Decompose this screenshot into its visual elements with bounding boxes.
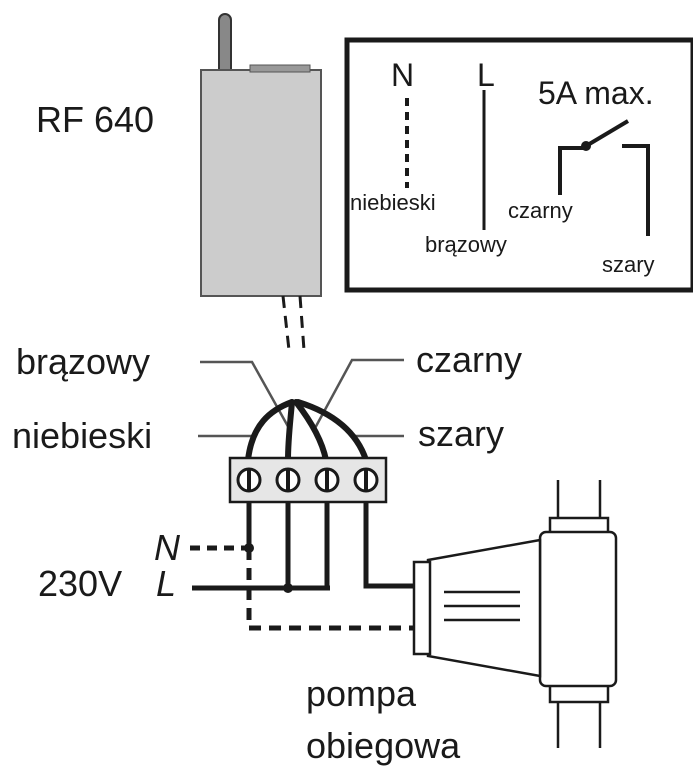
- supply-neutral-label: N: [154, 527, 181, 568]
- legend-rating-label: 5A max.: [538, 75, 654, 111]
- pump-motor-cap: [412, 560, 432, 656]
- supply-wires: [190, 502, 422, 631]
- terminal-black-label: czarny: [416, 339, 522, 380]
- neutral-junction-dot: [244, 543, 254, 553]
- legend-grey-label: szary: [602, 252, 655, 277]
- legend-black-label: czarny: [508, 198, 573, 223]
- leader-lines: [198, 358, 404, 438]
- legend-brown-label: brązowy: [425, 232, 507, 257]
- terminal-brown-label: brązowy: [16, 341, 150, 382]
- terminal-block: [228, 456, 388, 504]
- legend-live-label: L: [477, 57, 495, 93]
- legend-contact-blade: [584, 119, 630, 148]
- supply-voltage-label: 230V: [38, 563, 122, 604]
- rf640-device: [200, 13, 322, 351]
- legend-contact-right: [622, 144, 650, 236]
- legend-neutral-label: N: [391, 57, 414, 93]
- wire-grey-fanout: [295, 399, 369, 463]
- wire-blue-fanout: [245, 399, 295, 463]
- legend-blue-label: niebieski: [350, 190, 436, 215]
- legend-box: N L 5A max. niebieski brązowy czarny sza…: [344, 37, 693, 293]
- leader-brown: [200, 360, 292, 431]
- wire-brown-fanout: [285, 399, 295, 463]
- leader-black: [312, 358, 404, 431]
- device-wire-left: [281, 295, 291, 351]
- legend-frame: [344, 37, 693, 293]
- pump-label-line1: pompa: [306, 673, 417, 714]
- legend-contact-left: [558, 146, 586, 195]
- device-antenna: [218, 13, 232, 77]
- pump-housing: [538, 530, 618, 688]
- device-top-ridge: [249, 64, 311, 73]
- device-body: [200, 69, 322, 297]
- pump-motor: [426, 538, 542, 678]
- device-wire-right: [298, 295, 306, 351]
- circulation-pump: [412, 480, 618, 748]
- terminal-blue-label: niebieski: [12, 415, 152, 456]
- supply-live-label: L: [156, 563, 176, 604]
- fanout-wires: [245, 399, 369, 463]
- switched-to-pump: [363, 502, 422, 589]
- pump-label-line2: obiegowa: [306, 725, 461, 766]
- legend-contact-pivot: [581, 141, 591, 151]
- live-junction-dot: [283, 583, 293, 593]
- neutral-to-pump: [246, 548, 420, 631]
- terminal-grey-label: szary: [418, 413, 504, 454]
- device-model-label: RF 640: [36, 99, 154, 140]
- wire-black-fanout: [293, 399, 329, 463]
